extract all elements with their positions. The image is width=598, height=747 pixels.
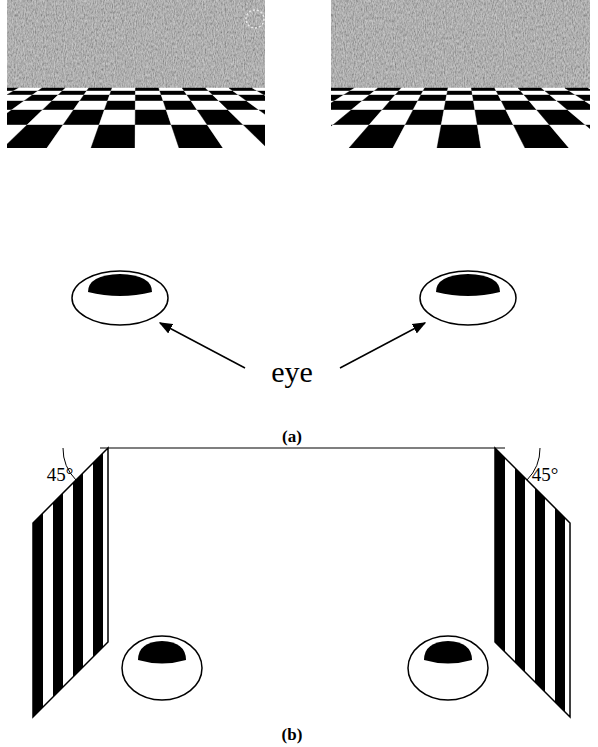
floor-tile (228, 110, 265, 125)
floor-tile (104, 101, 135, 110)
floor-tile (588, 88, 590, 91)
floor-tile (495, 88, 521, 91)
floor-tile (382, 101, 418, 110)
floor-tile (369, 91, 398, 95)
floor-tile (160, 91, 187, 95)
floor-tile (87, 88, 112, 91)
floor-tile (362, 95, 395, 101)
floor-tile (569, 91, 590, 95)
eye-a-left (72, 271, 168, 325)
leader-arrow (160, 323, 245, 368)
floor-tile (585, 101, 590, 110)
eye-b-left (122, 636, 202, 700)
eye-label: eye (271, 357, 313, 387)
floor-tile (393, 125, 441, 148)
floor-tile (38, 88, 66, 91)
floor-tile (472, 91, 498, 95)
floor-tile (418, 95, 447, 101)
floor-tile (521, 91, 550, 95)
floor-tile (565, 88, 590, 91)
floor-tile (110, 91, 136, 95)
floor-tile (135, 101, 166, 110)
eye-b-right (408, 636, 488, 700)
floor-tile (99, 110, 135, 125)
floor-tile (264, 95, 265, 101)
eye-a-right (420, 271, 516, 325)
floor-tile (111, 88, 135, 91)
floor-tile (32, 91, 62, 95)
floor-tile (471, 88, 496, 91)
floor-tile (135, 88, 159, 91)
striped-mirror (495, 448, 570, 717)
floor-tile (395, 91, 423, 95)
floor-tile (374, 88, 401, 91)
floor-tile (252, 88, 265, 91)
floor-tile (557, 101, 590, 110)
floor-tile (405, 110, 444, 125)
floor-tile (182, 88, 208, 91)
angle-label: 45° (47, 465, 74, 484)
floor-tile (108, 95, 136, 101)
floor-tile (239, 95, 265, 101)
floor-tile (473, 95, 502, 101)
left-image (7, 0, 265, 148)
floor-tile (52, 95, 84, 101)
floor-tile (91, 125, 135, 148)
floor-tile (344, 91, 375, 95)
panel-label: (b) (282, 726, 303, 743)
floor-tile (42, 101, 79, 110)
floor-tile (80, 95, 110, 101)
floor-tile (47, 125, 99, 148)
floor-tile (62, 88, 88, 91)
panel-label: (a) (282, 428, 302, 445)
angle-label: 45° (532, 465, 559, 484)
floor-tile (576, 95, 590, 101)
floor-tile (161, 95, 191, 101)
floor-tile (73, 101, 107, 110)
floor-tile (63, 110, 104, 125)
floor-tile (423, 88, 448, 91)
floor-tile (444, 101, 475, 110)
striped-mirror (33, 448, 108, 717)
floor-tile (447, 91, 473, 95)
floor-tile (550, 125, 590, 148)
floor-tile (257, 91, 265, 95)
screen-line (100, 447, 505, 448)
floor-tile (247, 101, 265, 110)
floor-tile (184, 91, 213, 95)
floor-tile (259, 110, 265, 125)
floor-tile (441, 110, 477, 125)
floor-tile (446, 95, 474, 101)
leader-arrow (340, 323, 425, 368)
floor-tile (568, 110, 590, 125)
floor-tile (437, 125, 481, 148)
floor-tile (390, 95, 421, 101)
floor-tile (135, 95, 163, 101)
floor-tile (243, 125, 265, 148)
floor-tile (586, 125, 590, 148)
floor-tile (84, 91, 111, 95)
dashed-circle (246, 10, 264, 28)
floor-tile (13, 88, 42, 91)
floor-tile (413, 101, 446, 110)
floor-tile (421, 91, 448, 95)
floor-tile (496, 91, 524, 95)
floor-tile (399, 88, 425, 91)
floor-tile (498, 95, 529, 101)
floor-tile (135, 91, 161, 95)
floor-tile (473, 101, 505, 110)
floor-tile (447, 88, 471, 91)
floor-tile (206, 88, 233, 91)
right-image (331, 0, 590, 148)
floor-tile (159, 88, 184, 91)
floor-tile (135, 110, 171, 125)
floor-tile (518, 88, 545, 91)
floor-tile (58, 91, 87, 95)
floor-tile (350, 88, 378, 91)
